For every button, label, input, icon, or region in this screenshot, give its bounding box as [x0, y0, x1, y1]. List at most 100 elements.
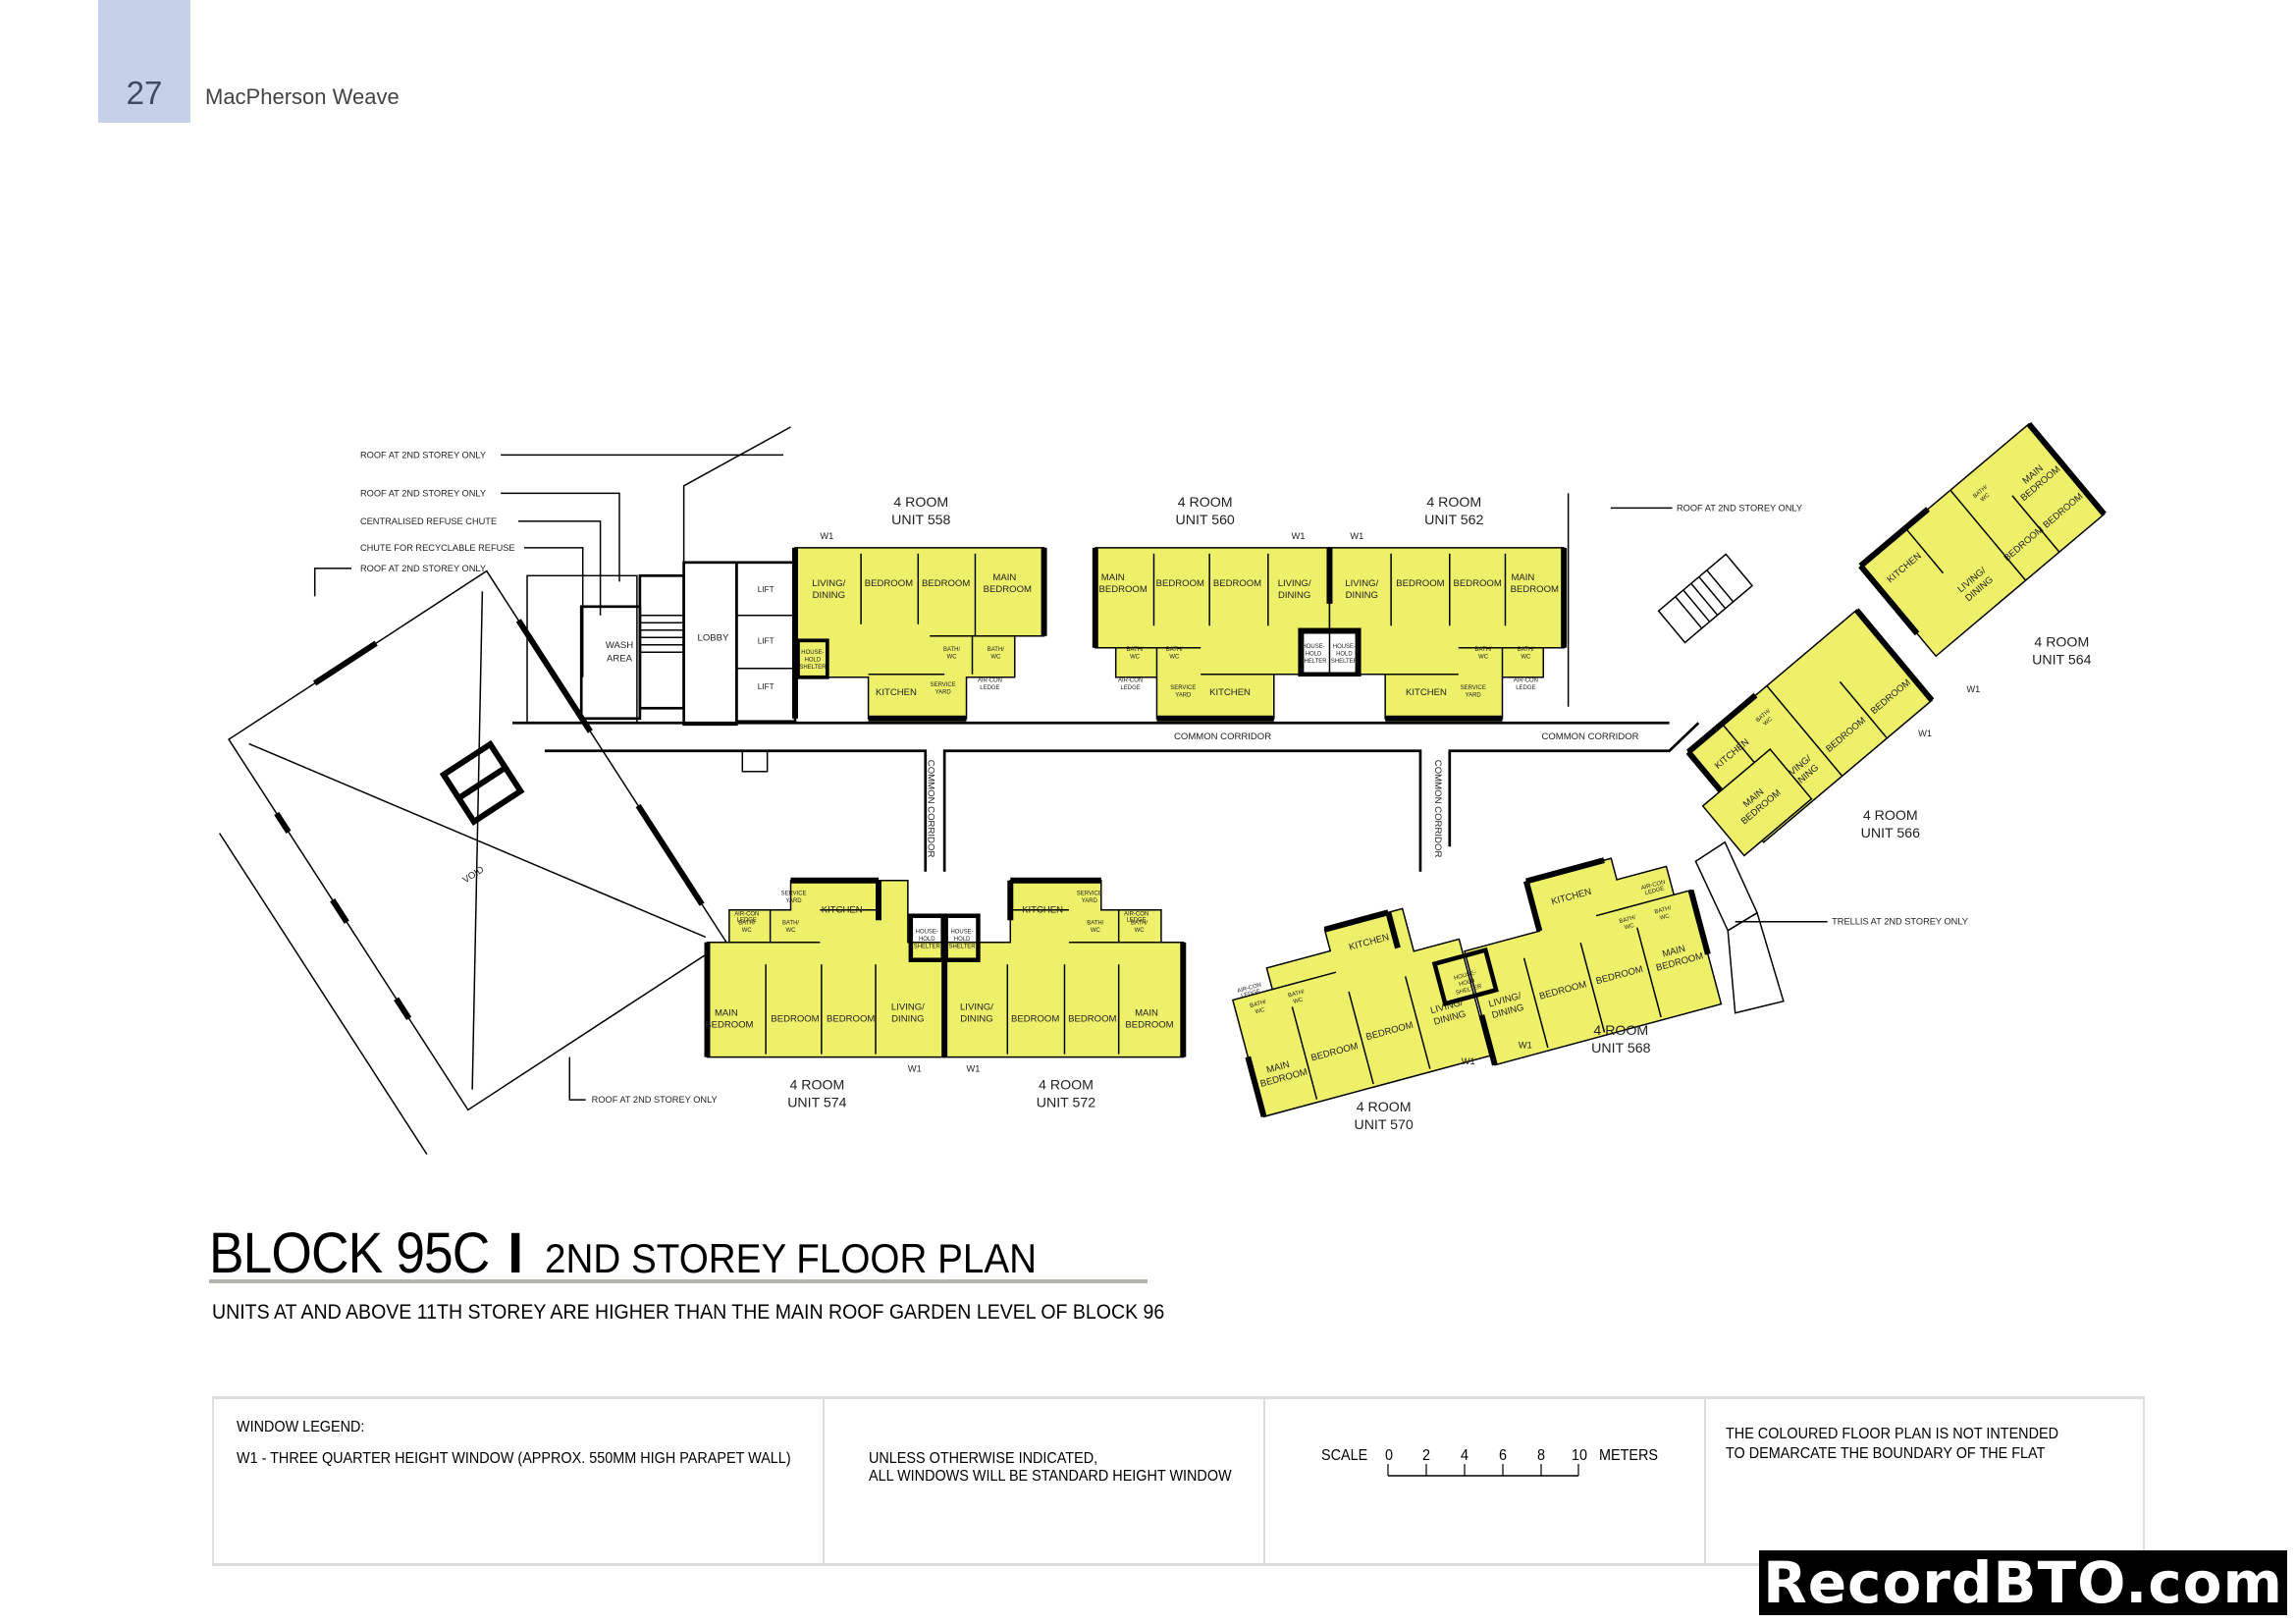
- svg-text:WC: WC: [1980, 492, 1992, 503]
- roof-annotations: ROOF AT 2ND STOREY ONLY ROOF AT 2ND STOR…: [313, 450, 1968, 1105]
- svg-text:W1: W1: [820, 531, 833, 541]
- lobby-label: LOBBY: [698, 632, 729, 643]
- corridor-label-2: COMMON CORRIDOR: [1541, 731, 1638, 742]
- svg-text:SERVICE: SERVICE: [1461, 685, 1486, 691]
- svg-text:LIVING/: LIVING/: [1345, 578, 1378, 589]
- svg-text:LEDGE: LEDGE: [1516, 685, 1535, 691]
- svg-text:YARD: YARD: [1082, 898, 1098, 904]
- svg-text:HOUSE-: HOUSE-: [916, 930, 938, 936]
- svg-text:WC: WC: [1478, 654, 1489, 660]
- svg-text:YARD: YARD: [785, 898, 802, 904]
- unit-572-number: UNIT 572: [1037, 1096, 1095, 1111]
- svg-text:LIVING/: LIVING/: [960, 1002, 993, 1013]
- svg-text:SERVICE: SERVICE: [780, 892, 806, 897]
- svg-text:MAIN: MAIN: [715, 1008, 738, 1019]
- svg-text:BATH/: BATH/: [1166, 647, 1183, 653]
- corridor-label-3: COMMON CORRIDOR: [926, 760, 936, 858]
- block-title: BLOCK 95C: [209, 1221, 490, 1285]
- svg-text:BATH/: BATH/: [943, 647, 960, 653]
- unit-572: LIVING/DINING BEDROOM BEDROOM MAINBEDROO…: [941, 877, 1187, 1111]
- annotation-refuse-chute: CENTRALISED REFUSE CHUTE: [360, 516, 497, 526]
- svg-text:SERVICE: SERVICE: [931, 682, 956, 688]
- svg-text:YARD: YARD: [1466, 692, 1482, 698]
- svg-text:BEDROOM: BEDROOM: [1156, 578, 1204, 589]
- svg-text:HOLD: HOLD: [919, 937, 935, 943]
- svg-text:KITCHEN: KITCHEN: [1209, 687, 1251, 698]
- scale-tick-8: 8: [1537, 1447, 1546, 1464]
- svg-text:BEDROOM: BEDROOM: [827, 1014, 875, 1025]
- svg-text:WC: WC: [1130, 654, 1141, 660]
- common-corridor-outline: COMMON CORRIDOR COMMON CORRIDOR COMMON C…: [512, 493, 1700, 872]
- svg-text:AIR-CON: AIR-CON: [1118, 677, 1143, 683]
- svg-text:MAIN: MAIN: [1101, 572, 1125, 583]
- svg-text:MAIN: MAIN: [992, 572, 1016, 583]
- svg-text:BEDROOM: BEDROOM: [865, 578, 913, 589]
- svg-text:AIR-CON: AIR-CON: [1514, 677, 1538, 683]
- svg-text:BATH/: BATH/: [1475, 647, 1492, 653]
- svg-text:AIR-CON: AIR-CON: [734, 912, 759, 918]
- svg-text:BEDROOM: BEDROOM: [771, 1014, 819, 1025]
- units-568-570-labels: W1 W1 4 ROOM UNIT 570 4 ROOM UNIT 568: [1355, 1023, 1651, 1133]
- unit-568-number: UNIT 568: [1591, 1041, 1650, 1056]
- svg-text:LEDGE: LEDGE: [1126, 918, 1146, 924]
- svg-text:BEDROOM: BEDROOM: [922, 578, 970, 589]
- svg-text:BEDROOM: BEDROOM: [1213, 578, 1261, 589]
- svg-text:BEDROOM: BEDROOM: [705, 1020, 753, 1031]
- svg-text:BEDROOM: BEDROOM: [1511, 584, 1559, 595]
- legend-box: WINDOW LEGEND: W1 - THREE QUARTER HEIGHT…: [212, 1396, 2145, 1566]
- svg-text:DINING: DINING: [1346, 590, 1378, 601]
- page-number-tab: [98, 0, 190, 123]
- svg-text:SHELTER: SHELTER: [1301, 659, 1328, 665]
- svg-text:LIFT: LIFT: [758, 682, 774, 691]
- svg-text:BATH/: BATH/: [1654, 905, 1672, 915]
- unit-566-number: UNIT 566: [1861, 826, 1920, 841]
- svg-text:MAIN: MAIN: [1135, 1008, 1158, 1019]
- svg-text:BATH/: BATH/: [782, 921, 799, 927]
- svg-text:SHELTER: SHELTER: [1331, 659, 1359, 665]
- scale-tick-0: 0: [1385, 1447, 1394, 1464]
- svg-text:BATH/: BATH/: [1250, 1000, 1267, 1009]
- svg-text:LIVING/: LIVING/: [891, 1002, 925, 1013]
- svg-text:WC: WC: [1135, 928, 1146, 934]
- svg-text:BATH/: BATH/: [1131, 921, 1148, 927]
- lift-lobby-core: WASH AREA LOBBY LIFT LIFT LIFT: [526, 426, 797, 727]
- unit-564: KITCHEN LIVING/DINING BEDROOM BEDROOM MA…: [1858, 421, 2107, 658]
- scale-cell: SCALE 0 2 4 6 8 10 METERS: [1265, 1399, 1706, 1563]
- svg-text:WC: WC: [1521, 654, 1531, 660]
- unit-568-type: 4 ROOM: [1593, 1023, 1648, 1039]
- scale-label: SCALE: [1321, 1447, 1368, 1464]
- svg-text:SERVICE: SERVICE: [1077, 892, 1102, 897]
- svg-text:WC: WC: [1763, 716, 1775, 727]
- window-legend-cell: WINDOW LEGEND: W1 - THREE QUARTER HEIGHT…: [214, 1399, 825, 1563]
- svg-text:BATH/: BATH/: [738, 921, 755, 927]
- svg-text:YARD: YARD: [935, 689, 952, 695]
- svg-text:BATH/: BATH/: [988, 647, 1004, 653]
- svg-text:WC: WC: [1091, 928, 1101, 934]
- annotation-roof-2: ROOF AT 2ND STOREY ONLY: [360, 488, 486, 498]
- title-separator: I: [507, 1221, 524, 1285]
- svg-text:BEDROOM: BEDROOM: [1098, 584, 1147, 595]
- svg-text:BEDROOM: BEDROOM: [984, 584, 1032, 595]
- annotation-roof-3: ROOF AT 2ND STOREY ONLY: [360, 564, 486, 573]
- unit-562-type: 4 ROOM: [1426, 495, 1481, 511]
- svg-text:HOUSE-: HOUSE-: [950, 930, 973, 936]
- storey-note: UNITS AT AND ABOVE 11TH STOREY ARE HIGHE…: [212, 1301, 1165, 1324]
- standard-window-note-2: ALL WINDOWS WILL BE STANDARD HEIGHT WIND…: [869, 1468, 1232, 1485]
- plan-title: 2ND STOREY FLOOR PLAN: [545, 1235, 1038, 1281]
- scale-bar: [1387, 1464, 1579, 1477]
- svg-text:HOLD: HOLD: [805, 657, 822, 663]
- svg-text:HOLD: HOLD: [1459, 978, 1476, 988]
- scale-unit: METERS: [1599, 1447, 1659, 1464]
- document-title: MacPherson Weave: [205, 84, 400, 109]
- svg-text:DINING: DINING: [1278, 590, 1310, 601]
- svg-text:BATH/: BATH/: [1087, 921, 1103, 927]
- svg-text:WC: WC: [1293, 997, 1305, 1005]
- svg-text:DINING: DINING: [813, 590, 845, 601]
- window-legend-w1: W1 - THREE QUARTER HEIGHT WINDOW (APPROX…: [237, 1450, 791, 1467]
- unit-564-number: UNIT 564: [2032, 652, 2091, 668]
- svg-text:KITCHEN: KITCHEN: [876, 687, 917, 698]
- svg-text:SHELTER: SHELTER: [914, 945, 941, 950]
